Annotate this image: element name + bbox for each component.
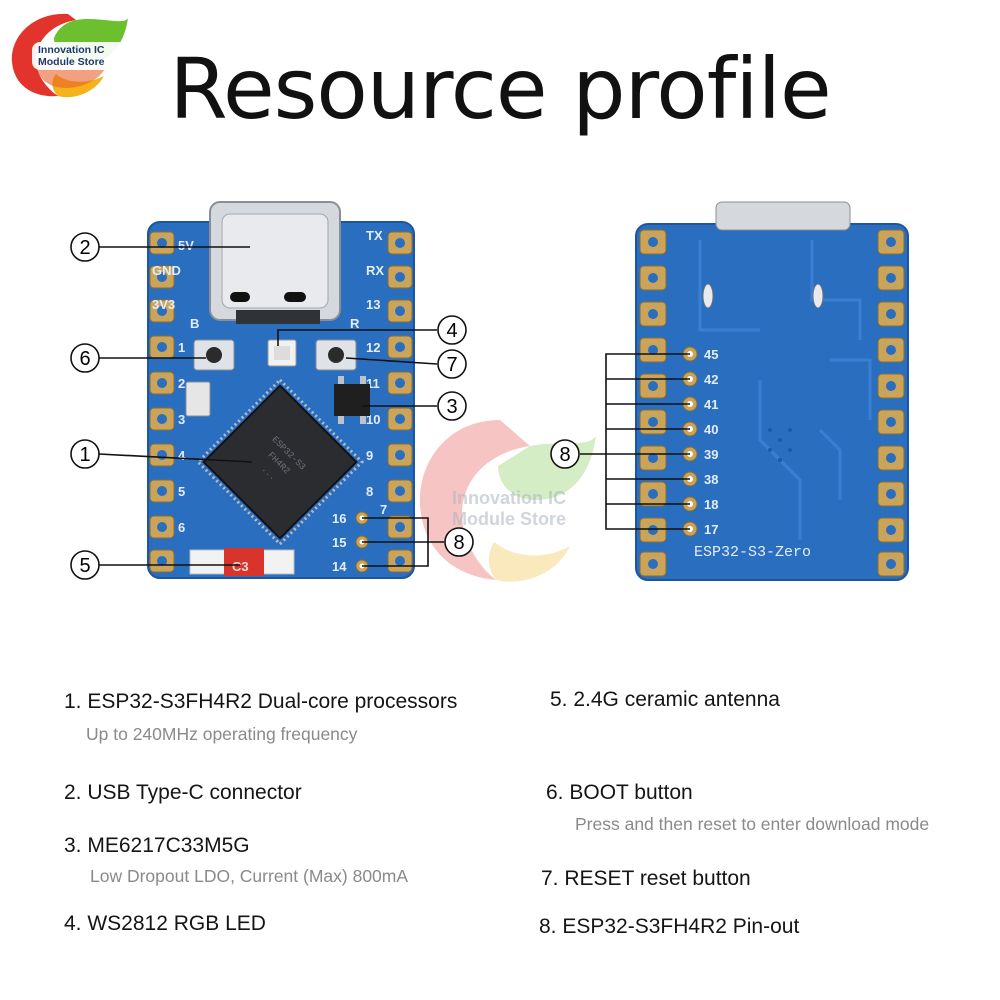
front-label-r: R: [350, 316, 360, 331]
front-label-b: B: [190, 316, 199, 331]
front-label-16: 16: [332, 511, 346, 526]
front-label-6: 6: [178, 520, 185, 535]
back-label-17: 17: [704, 522, 718, 537]
front-label-tx: TX: [366, 228, 383, 243]
diagram-text-42: 3: [446, 396, 457, 418]
logo-line-1: Innovation IC: [38, 44, 105, 56]
watermark-line-1: Innovation IC: [452, 488, 566, 508]
callout-8-front: 8: [444, 527, 474, 557]
feature-3-sub: Low Dropout LDO, Current (Max) 800mA: [90, 866, 409, 886]
back-label-40: 40: [704, 422, 718, 437]
front-label-gnd: GND: [152, 263, 181, 278]
back-label-38: 38: [704, 472, 718, 487]
back-label-39: 39: [704, 447, 718, 462]
callout-7: 7: [437, 349, 467, 379]
feature-7-title: 7. RESET reset button: [541, 867, 751, 890]
esp32-chip: ESP32-S3 FH4R2 ...: [195, 377, 365, 547]
back-label-18: 18: [704, 497, 718, 512]
front-label-7: 7: [380, 502, 387, 517]
back-silk-text: ESP32-S3-Zero: [694, 544, 811, 561]
callout-lines: [98, 246, 690, 567]
diagram-text-37: 6: [79, 348, 90, 370]
callout-markers: 2 6 1 5 4 7 3 8 8: [70, 232, 580, 580]
front-label-15: 15: [332, 535, 346, 550]
back-label-45: 45: [704, 347, 718, 362]
feature-1-title: 1. ESP32-S3FH4R2 Dual-core processors: [64, 690, 458, 713]
store-logo: [11, 13, 128, 98]
front-label-3: 3: [178, 412, 185, 427]
front-label-9: 9: [366, 448, 373, 463]
ceramic-antenna: C3: [189, 548, 295, 576]
watermark-line-2: Module Store: [452, 509, 567, 529]
feature-5-title: 5. 2.4G ceramic antenna: [550, 688, 780, 711]
crystal: [185, 381, 211, 417]
front-label-4: 4: [178, 448, 186, 463]
board-diagram: 5V GND 3V3 1 2 3 4 5 6 TX RX 13 12 11 10…: [70, 201, 909, 582]
diagram-text-38: 1: [79, 444, 90, 466]
front-label-3v3: 3V3: [152, 297, 175, 312]
diagram-text-44: 8: [559, 444, 570, 466]
board-front: 5V GND 3V3 1 2 3 4 5 6 TX RX 13 12 11 10…: [147, 201, 415, 579]
back-label-42: 42: [704, 372, 718, 387]
page-title: Resource profile: [169, 40, 831, 138]
callout-3: 3: [437, 391, 467, 421]
back-label-41: 41: [704, 397, 718, 412]
usb-c-connector: [209, 201, 341, 324]
ldo-regulator: [334, 376, 370, 424]
front-label-8: 8: [366, 484, 373, 499]
feature-8-title: 8. ESP32-S3FH4R2 Pin-out: [539, 915, 800, 938]
diagram-text-41: 7: [446, 354, 457, 376]
feature-3-title: 3. ME6217C33M5G: [64, 834, 250, 857]
diagram-text-39: 5: [79, 555, 90, 577]
feature-4-title: 4. WS2812 RGB LED: [64, 912, 266, 935]
feature-6-sub: Press and then reset to enter download m…: [575, 814, 930, 834]
diagram-text-40: 4: [446, 320, 457, 342]
rgb-led: [267, 339, 297, 367]
feature-1-sub: Up to 240MHz operating frequency: [86, 724, 358, 744]
callout-2: 2: [70, 232, 100, 262]
logo-line-2: Module Store: [38, 56, 105, 68]
front-label-5v: 5V: [178, 238, 194, 253]
front-label-13: 13: [366, 297, 380, 312]
diagram-text-43: 8: [453, 532, 464, 554]
callout-4: 4: [437, 315, 467, 345]
front-label-14: 14: [332, 559, 347, 574]
front-label-rx: RX: [366, 263, 384, 278]
front-label-12: 12: [366, 340, 380, 355]
front-left-pads: [149, 231, 175, 573]
reset-button: [315, 339, 357, 371]
callout-1: 1: [70, 439, 100, 469]
diagram-text-26: C3: [232, 559, 249, 574]
front-label-5: 5: [178, 484, 185, 499]
front-label-1: 1: [178, 340, 185, 355]
diagram-text-36: 2: [79, 237, 90, 259]
callout-5: 5: [70, 550, 100, 580]
front-label-2: 2: [178, 376, 185, 391]
boot-button: [193, 339, 235, 371]
logo-text: Innovation IC Module Store: [38, 44, 105, 68]
callout-8-back: 8: [550, 439, 580, 469]
board-back: 45 42 41 40 39 38 18 17 ESP32-S3-Zero: [635, 201, 909, 581]
watermark-text: Innovation IC Module Store: [452, 488, 566, 530]
feature-6-title: 6. BOOT button: [546, 781, 693, 804]
feature-2-title: 2. USB Type-C connector: [64, 781, 302, 804]
callout-6: 6: [70, 343, 100, 373]
